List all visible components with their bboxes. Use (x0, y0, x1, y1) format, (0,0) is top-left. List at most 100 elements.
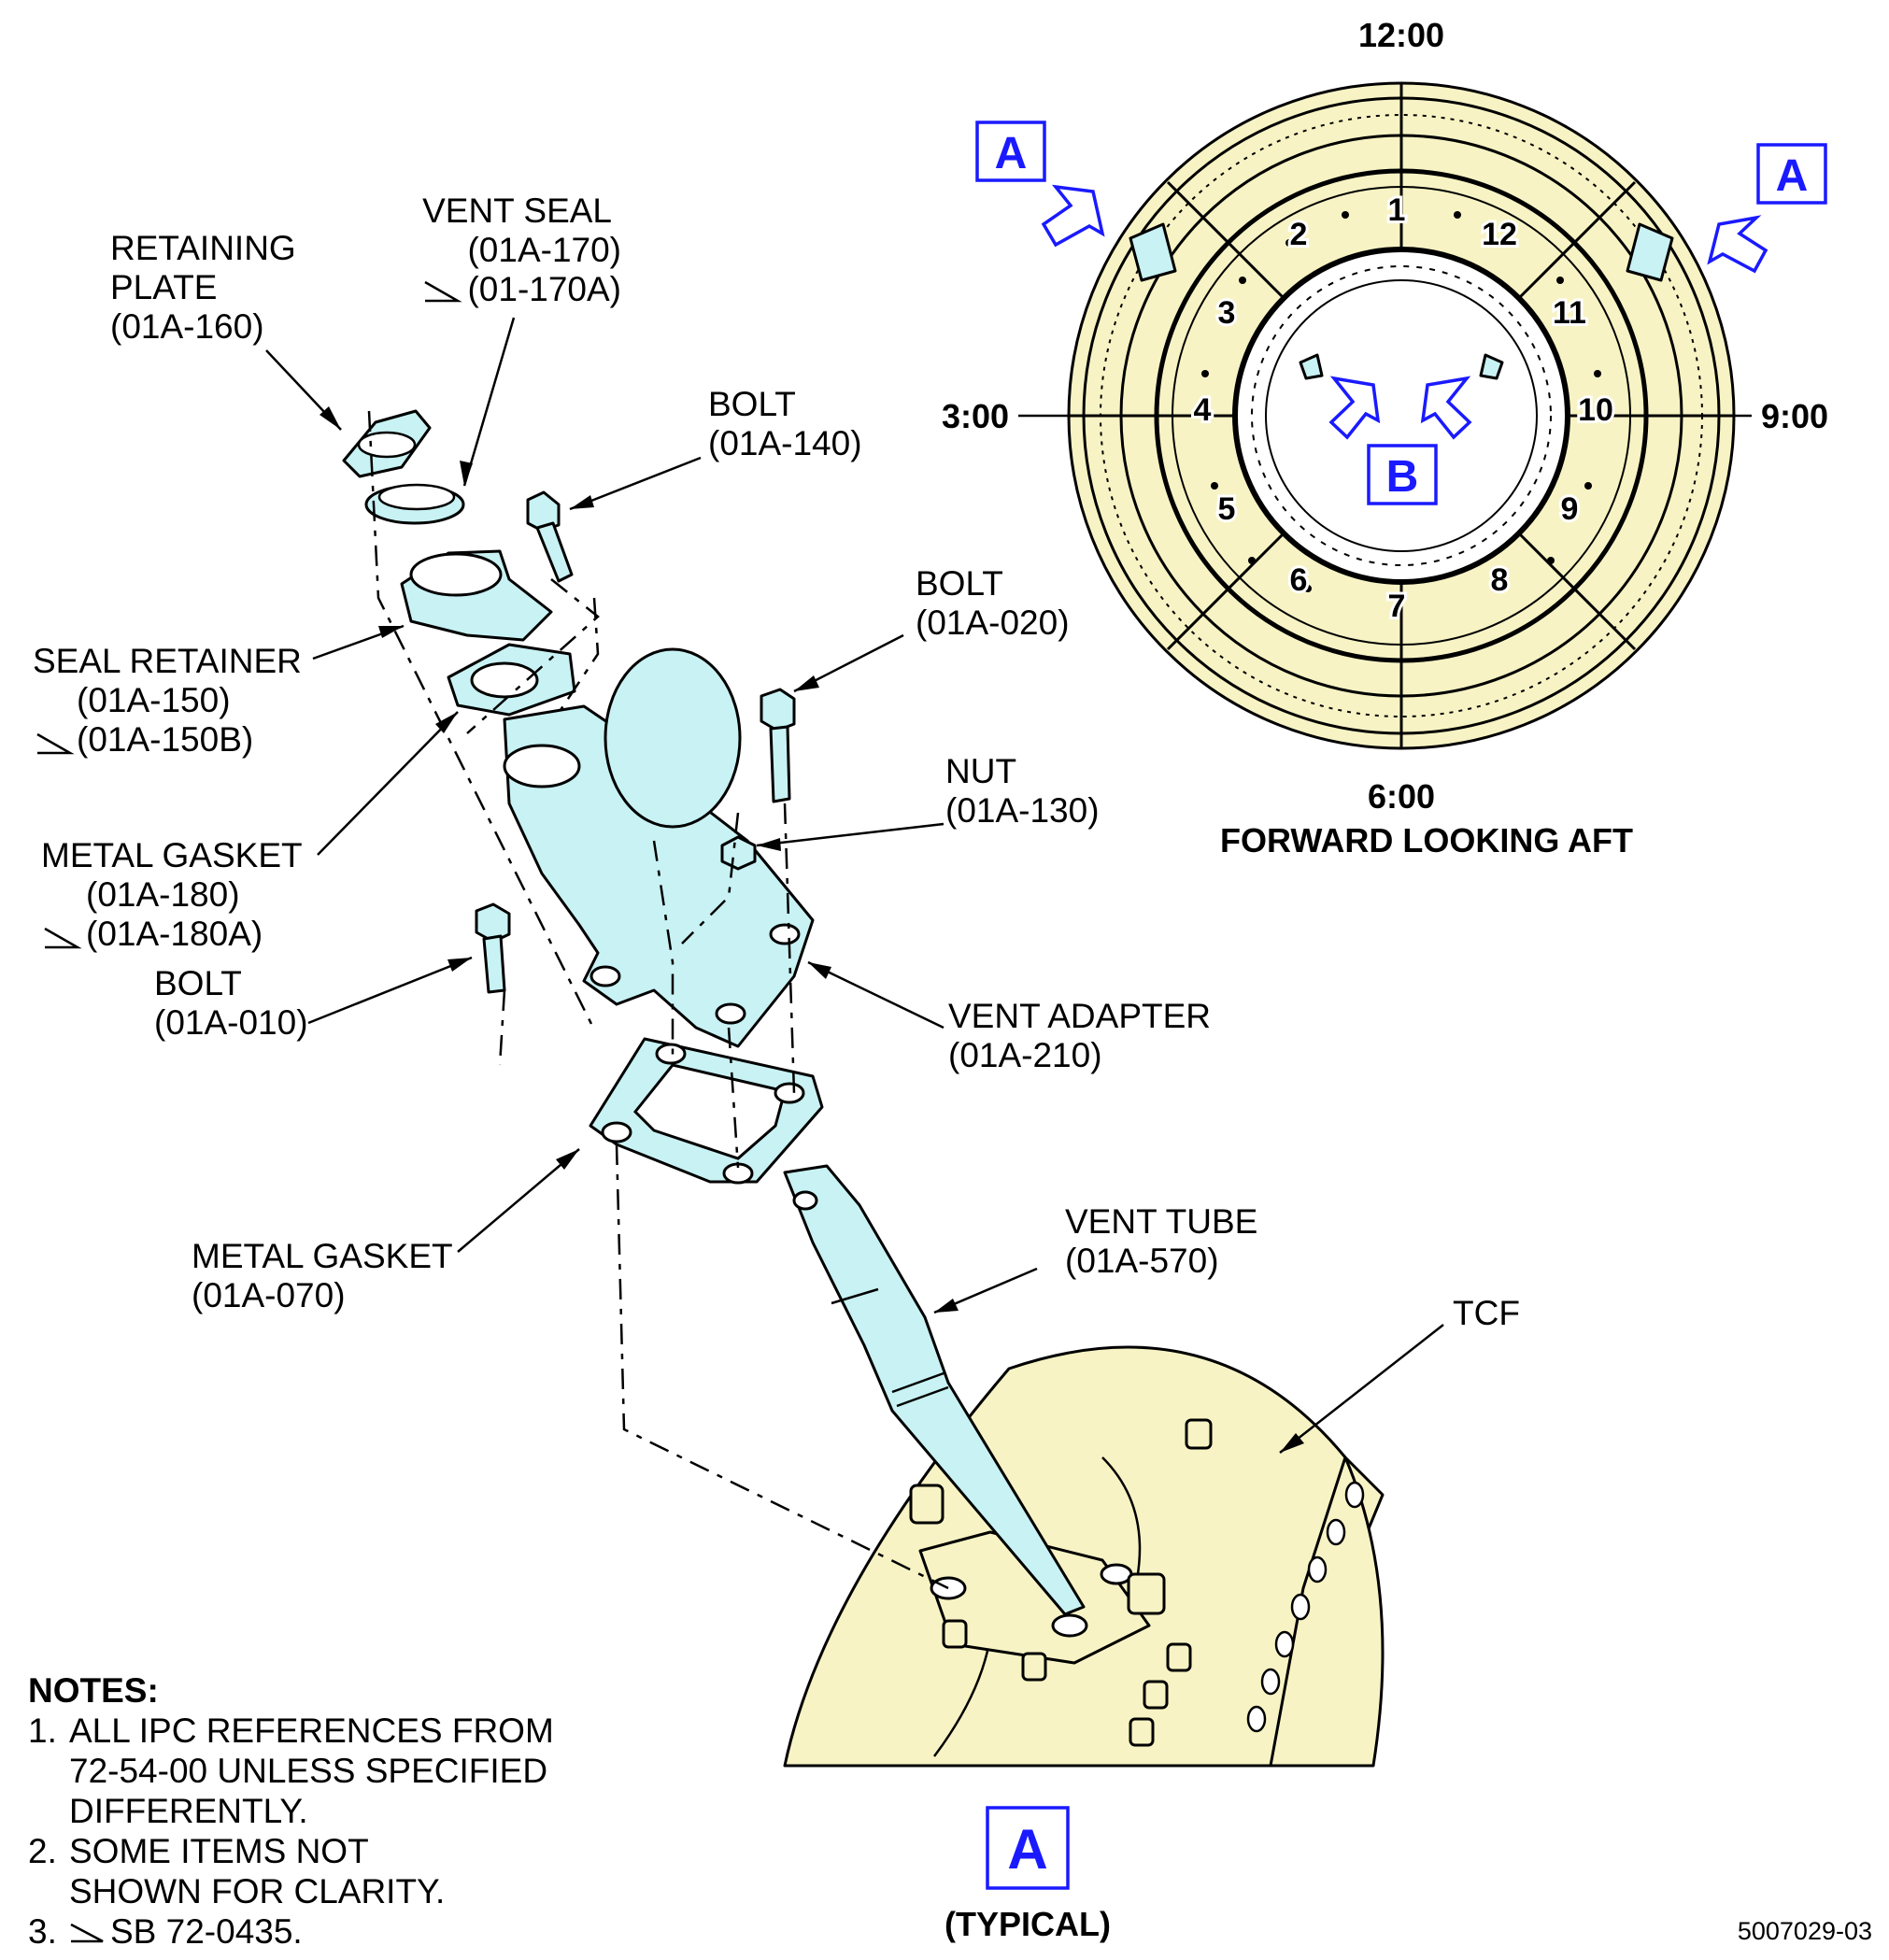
metal-gasket-070 (589, 1037, 824, 1185)
label-retaining-plate: RETAINING PLATE (01A-160) (110, 229, 296, 346)
view-box-a-right (1756, 143, 1827, 205)
vent-seal (364, 483, 465, 525)
svg-text:A: A (1776, 151, 1809, 201)
svg-text:(01A-180): (01A-180) (86, 875, 240, 914)
view-arrow-a-left-icon (1041, 184, 1105, 248)
svg-text:(01A-150B): (01A-150B) (77, 720, 253, 759)
svg-text:VENT TUBE: VENT TUBE (1065, 1202, 1257, 1241)
detail-caption: (TYPICAL) (944, 1905, 1111, 1943)
position-2: 2 (1290, 217, 1308, 252)
inner-ring (1232, 247, 1570, 585)
position-3: 3 (1218, 295, 1236, 331)
notes-title: NOTES: (28, 1671, 159, 1710)
position-11: 11 (1553, 295, 1586, 331)
label-bolt-010: BOLT (01A-010) (154, 964, 308, 1042)
svg-text:(01A-020): (01A-020) (916, 604, 1070, 642)
note-number: 2. (28, 1832, 57, 1870)
note-number: 3. (28, 1912, 57, 1951)
sb-triangle-icon (36, 732, 75, 755)
clock-12: 12:00 (1358, 16, 1444, 54)
svg-text:(01A-210): (01A-210) (948, 1036, 1102, 1074)
label-bolt-020: BOLT (01A-020) (916, 564, 1070, 642)
position-9: 9 (1561, 491, 1579, 527)
svg-text:BOLT: BOLT (154, 964, 242, 1002)
note-number: 1. (28, 1711, 57, 1750)
position-numbers: 1 2 3 4 5 6 7 8 9 10 11 12 (1191, 190, 1616, 627)
view-box-a-left (975, 121, 1046, 182)
clock-3: 3:00 (942, 397, 1009, 435)
note-item: 1. ALL IPC REFERENCES FROM 72-54-00 UNLE… (28, 1711, 633, 1831)
bolt-020 (760, 688, 796, 803)
svg-text:VENT ADAPTER: VENT ADAPTER (948, 997, 1211, 1035)
label-vent-seal: VENT SEAL (01A-170) (01-170A) (422, 192, 621, 308)
label-vent-adapter: VENT ADAPTER (01A-210) (948, 997, 1211, 1074)
svg-text:PLATE: PLATE (110, 268, 217, 306)
svg-text:(01A-160): (01A-160) (110, 307, 264, 346)
svg-text:(01-170A): (01-170A) (467, 270, 621, 308)
label-bolt-140: BOLT (01A-140) (708, 385, 862, 462)
note-text: SOME ITEMS NOT SHOWN FOR CLARITY. (69, 1832, 446, 1910)
position-7: 7 (1388, 589, 1406, 624)
svg-text:(01A-010): (01A-010) (154, 1003, 308, 1042)
sb-triangle-icon (44, 927, 82, 949)
nut-130 (720, 835, 757, 871)
callout-labels: RETAINING PLATE (01A-160) VENT SEAL (01A… (33, 192, 1520, 1332)
label-seal-retainer: SEAL RETAINER (01A-150) (01A-150B) (33, 642, 302, 759)
svg-text:(01A-170): (01A-170) (467, 231, 621, 269)
notes-block: NOTES: 1. ALL IPC REFERENCES FROM 72-54-… (28, 1670, 633, 1952)
svg-text:SEAL RETAINER: SEAL RETAINER (33, 642, 302, 680)
position-1: 1 (1388, 192, 1406, 228)
sb-triangle-icon (424, 280, 462, 303)
svg-text:BOLT: BOLT (916, 564, 1003, 603)
ring-caption: FORWARD LOOKING AFT (1220, 821, 1633, 859)
svg-text:BOLT: BOLT (708, 385, 796, 423)
bolt-010 (475, 902, 511, 994)
note-text: SB 72-0435. (110, 1912, 303, 1951)
svg-text:VENT SEAL: VENT SEAL (422, 192, 612, 230)
sb-triangle-icon (69, 1911, 110, 1952)
note-item: 2. SOME ITEMS NOT SHOWN FOR CLARITY. (28, 1831, 633, 1911)
leader-lines (265, 317, 1444, 1454)
clock-9: 9:00 (1761, 397, 1828, 435)
svg-text:A: A (1007, 1818, 1047, 1881)
svg-text:A: A (995, 129, 1028, 178)
document-number: 5007029-03 (1737, 1917, 1872, 1945)
svg-text:RETAINING: RETAINING (110, 229, 296, 267)
svg-text:METAL GASKET: METAL GASKET (192, 1237, 453, 1275)
label-vent-tube: VENT TUBE (01A-570) (1065, 1202, 1257, 1280)
note-text: ALL IPC REFERENCES FROM 72-54-00 UNLESS … (69, 1711, 554, 1830)
position-5: 5 (1218, 491, 1236, 527)
position-6: 6 (1290, 562, 1308, 598)
svg-text:(01A-180A): (01A-180A) (86, 915, 263, 953)
view-box-a-detail (986, 1806, 1070, 1890)
label-metal-gasket-180: METAL GASKET (01A-180) (01A-180A) (41, 836, 303, 953)
tcf-structure (783, 1345, 1385, 1768)
clock-6: 6:00 (1368, 777, 1435, 816)
svg-text:B: B (1386, 452, 1419, 502)
position-4: 4 (1194, 392, 1212, 428)
view-arrow-a-right-icon (1707, 215, 1768, 274)
view-box-b (1367, 444, 1438, 505)
seal-retainer (400, 549, 553, 642)
svg-text:(01A-150): (01A-150) (77, 681, 231, 719)
vent-tube (783, 1164, 1086, 1616)
svg-text:(01A-570): (01A-570) (1065, 1242, 1219, 1280)
detail-view-label: A (TYPICAL) (944, 1806, 1111, 1943)
label-metal-gasket-070: METAL GASKET (01A-070) (192, 1237, 453, 1314)
ring-view: 12:00 3:00 9:00 6:00 FORWARD LOOKING AFT… (942, 16, 1828, 859)
svg-text:(01A-140): (01A-140) (708, 424, 862, 462)
svg-text:(01A-130): (01A-130) (945, 791, 1100, 830)
svg-text:(01A-070): (01A-070) (192, 1276, 346, 1314)
position-8: 8 (1491, 562, 1509, 598)
position-12: 12 (1482, 217, 1517, 252)
label-tcf: TCF (1453, 1294, 1520, 1332)
bolt-140 (526, 490, 574, 583)
assembly-lines (367, 410, 949, 1590)
retaining-plate (342, 409, 432, 478)
view-arrow-b-right-icon (1420, 376, 1472, 440)
view-arrow-b-left-icon (1328, 376, 1381, 440)
label-nut-130: NUT (01A-130) (945, 752, 1100, 830)
position-10: 10 (1578, 392, 1613, 428)
note-item: 3. SB 72-0435. (28, 1911, 633, 1952)
